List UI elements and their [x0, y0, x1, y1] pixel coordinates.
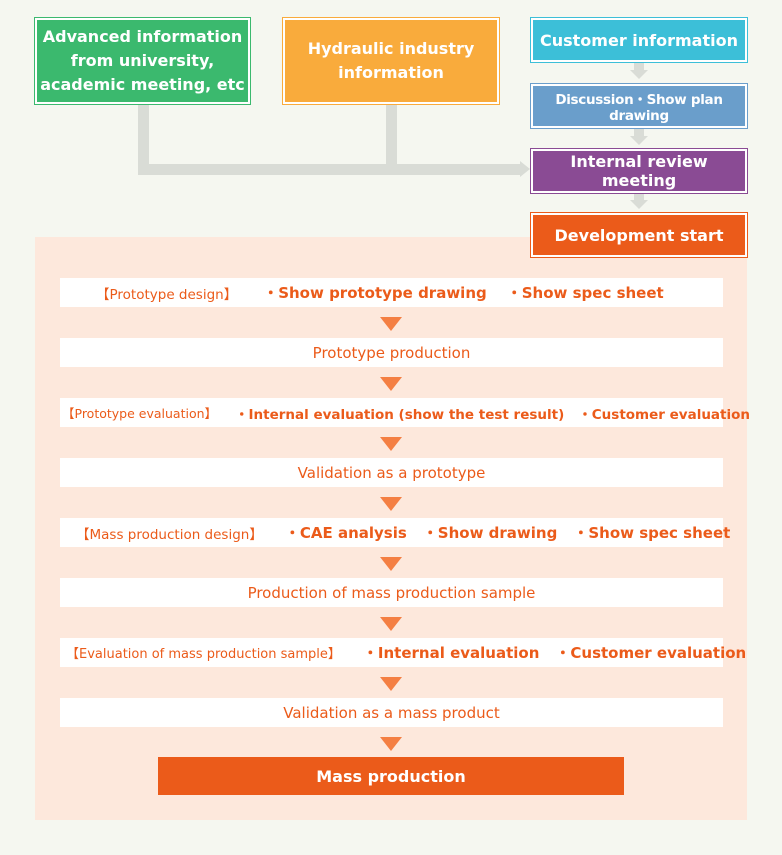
mass-validation-row: Validation as a mass product [60, 698, 723, 727]
mass-production-label: Mass production [316, 766, 466, 786]
academic-info-box: Advanced information from university, ac… [35, 18, 250, 104]
connector-review-start [634, 193, 644, 201]
review-meeting-box: Internal review meeting [531, 149, 747, 193]
arrow-down-icon [380, 317, 402, 331]
sample-evaluation-row: 【Evaluation of mass production sample】 ・… [60, 638, 746, 667]
sample-evaluation-title: 【Evaluation of mass production sample】 [66, 647, 341, 662]
discussion-label: Discussion・Show plan drawing [555, 92, 723, 124]
prototype-design-row: 【Prototype design】 ・Show prototype drawi… [60, 278, 723, 307]
arrow-down-icon [380, 377, 402, 391]
connector-horizontal [138, 164, 522, 175]
sample-evaluation-item: ・Internal evaluation [362, 644, 540, 662]
development-start-box: Development start [531, 213, 747, 257]
discussion-box: Discussion・Show plan drawing [531, 84, 747, 128]
connector-discuss-review [634, 128, 644, 137]
hydraulic-info-box: Hydraulic industry information [283, 18, 499, 104]
prototype-production-row: Prototype production [60, 338, 723, 367]
prototype-validation-label: Validation as a prototype [297, 463, 486, 482]
prototype-evaluation-item: ・Internal evaluation (show the test resu… [235, 406, 565, 423]
arrow-down-icon [380, 437, 402, 451]
prototype-evaluation-row: 【Prototype evaluation】 ・Internal evaluat… [60, 398, 750, 427]
prototype-design-title: 【Prototype design】 [96, 286, 238, 303]
connector-academic-vertical [138, 104, 149, 175]
prototype-evaluation-title: 【Prototype evaluation】 [62, 406, 218, 421]
mass-design-title: 【Mass production design】 [76, 526, 263, 543]
mass-design-item: ・CAE analysis [284, 524, 407, 542]
arrow-down-icon [380, 557, 402, 571]
prototype-validation-row: Validation as a prototype [60, 458, 723, 487]
academic-info-label: Advanced information from university, ac… [40, 27, 245, 94]
sample-production-label: Production of mass production sample [247, 583, 536, 602]
arrow-down-icon [630, 200, 648, 209]
arrow-down-icon [380, 677, 402, 691]
prototype-production-label: Prototype production [312, 343, 471, 362]
connector-hydraulic-vertical [386, 104, 397, 175]
prototype-design-item: ・Show prototype drawing [263, 284, 487, 302]
mass-design-item: ・Show drawing [422, 524, 558, 542]
arrow-down-icon [380, 737, 402, 751]
arrow-down-icon [630, 70, 648, 79]
customer-info-box: Customer information [531, 18, 747, 62]
arrow-down-icon [380, 497, 402, 511]
arrow-to-review-icon [520, 161, 530, 177]
hydraulic-info-label: Hydraulic industry information [307, 39, 475, 82]
mass-design-item: ・Show spec sheet [573, 524, 731, 542]
connector-cust-discuss [634, 62, 644, 71]
arrow-down-icon [630, 136, 648, 145]
development-start-label: Development start [554, 225, 724, 245]
arrow-down-icon [380, 617, 402, 631]
sample-evaluation-item: ・Customer evaluation [555, 644, 747, 662]
sample-production-row: Production of mass production sample [60, 578, 723, 607]
review-meeting-label: Internal review meeting [570, 152, 708, 190]
prototype-design-item: ・Show spec sheet [506, 284, 664, 302]
prototype-evaluation-item: ・Customer evaluation [578, 406, 751, 423]
customer-info-label: Customer information [540, 30, 738, 50]
mass-production-box: Mass production [158, 757, 624, 795]
mass-design-row: 【Mass production design】 ・CAE analysis ・… [60, 518, 730, 547]
mass-validation-label: Validation as a mass product [283, 703, 500, 722]
